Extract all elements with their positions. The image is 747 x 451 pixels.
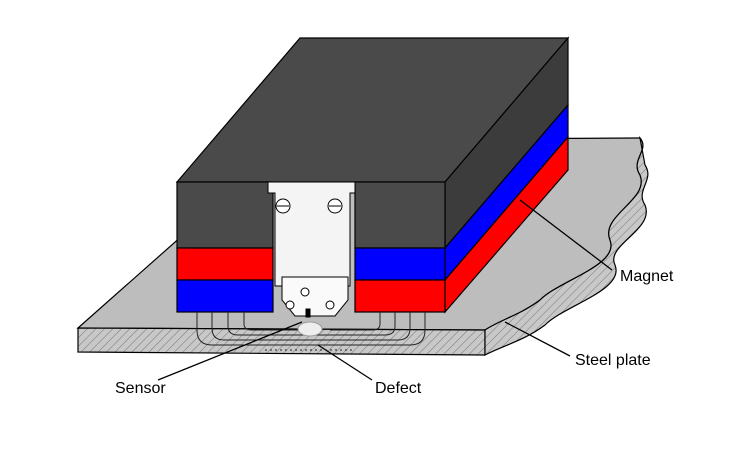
sensor-label: Sensor — [115, 380, 166, 397]
defect-label: Defect — [375, 380, 422, 397]
leader-lines — [157, 199, 613, 381]
sensor-holder — [267, 181, 356, 318]
magnet-label: Magnet — [620, 268, 674, 285]
defect — [297, 321, 323, 337]
magnet — [175, 36, 570, 314]
steel-plate-label: Steel plate — [575, 352, 651, 369]
